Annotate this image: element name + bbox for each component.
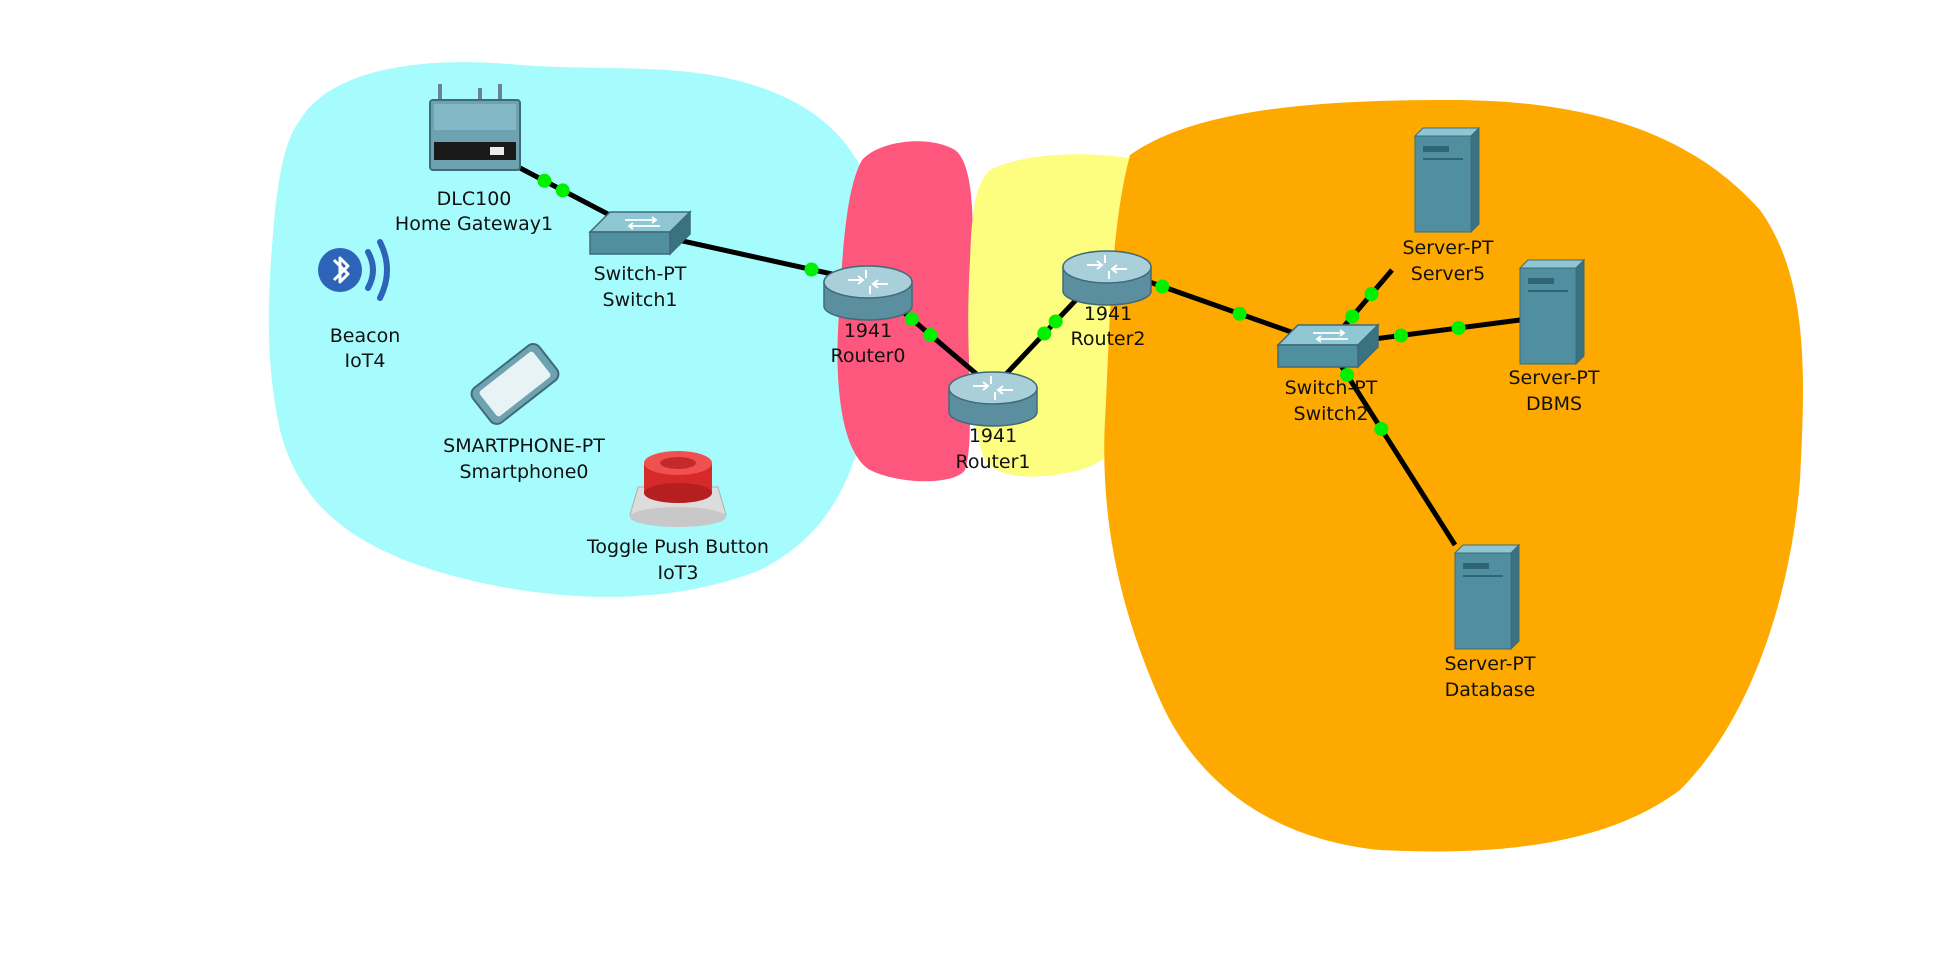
device-name-label: DBMS bbox=[1526, 393, 1582, 415]
server-zone bbox=[1104, 100, 1804, 852]
device-model-label: Switch-PT bbox=[1285, 377, 1378, 399]
server-icon[interactable] bbox=[1413, 126, 1481, 234]
bluetooth-beacon-icon[interactable] bbox=[318, 239, 390, 301]
device-model-label: SMARTPHONE-PT bbox=[443, 435, 605, 457]
port-status-led bbox=[904, 312, 919, 327]
port-status-led bbox=[1345, 309, 1360, 324]
port-status-led bbox=[1374, 422, 1389, 436]
device-name-label: Router0 bbox=[830, 345, 905, 367]
device-name-label: Switch1 bbox=[603, 289, 678, 311]
labels-layer: DLC100 Home Gateway1 Beacon IoT4 Switch-… bbox=[330, 188, 1600, 701]
device-model-label: Server-PT bbox=[1508, 367, 1599, 389]
device-name-label: Server5 bbox=[1411, 263, 1485, 285]
device-name-label: Router2 bbox=[1070, 328, 1145, 350]
port-status-led bbox=[537, 173, 552, 188]
iot-zone bbox=[268, 62, 882, 597]
device-name-label: IoT4 bbox=[345, 350, 386, 372]
port-status-led bbox=[1451, 321, 1466, 335]
device-model-label: Toggle Push Button bbox=[586, 536, 769, 558]
port-status-led bbox=[923, 328, 938, 342]
push-button-icon[interactable] bbox=[629, 451, 727, 527]
device-model-label: Server-PT bbox=[1402, 237, 1493, 259]
device-model-label: Beacon bbox=[330, 325, 400, 347]
port-status-led bbox=[1393, 328, 1408, 343]
device-name-label: Smartphone0 bbox=[459, 461, 588, 483]
router-icon[interactable] bbox=[823, 265, 913, 321]
device-model-label: Server-PT bbox=[1444, 653, 1535, 675]
device-model-label: 1941 bbox=[844, 320, 892, 342]
port-status-led bbox=[1048, 314, 1063, 329]
switch-icon[interactable] bbox=[1276, 323, 1380, 369]
device-model-label: DLC100 bbox=[437, 188, 512, 210]
device-model-label: 1941 bbox=[969, 425, 1017, 447]
device-name-label: Database bbox=[1445, 679, 1536, 701]
port-status-led bbox=[804, 262, 819, 277]
switch-icon[interactable] bbox=[588, 210, 692, 256]
port-status-led bbox=[1155, 279, 1170, 294]
port-status-led bbox=[555, 183, 570, 198]
port-status-led bbox=[1340, 368, 1355, 382]
server-icon[interactable] bbox=[1518, 258, 1586, 366]
device-model-label: Switch-PT bbox=[594, 263, 687, 285]
server-icon[interactable] bbox=[1453, 543, 1521, 651]
device-name-label: Router1 bbox=[955, 451, 1030, 473]
device-name-label: IoT3 bbox=[658, 562, 699, 584]
smartphone-icon[interactable] bbox=[468, 341, 561, 427]
port-status-led bbox=[1037, 326, 1052, 341]
home-gateway-icon[interactable] bbox=[429, 84, 521, 171]
router-icon[interactable] bbox=[948, 371, 1038, 427]
device-model-label: 1941 bbox=[1084, 303, 1132, 325]
devices-layer bbox=[318, 84, 1586, 651]
port-status-led bbox=[1232, 306, 1247, 321]
port-status-led bbox=[1364, 287, 1379, 301]
router-icon[interactable] bbox=[1062, 250, 1152, 306]
device-name-label: Switch2 bbox=[1294, 403, 1369, 425]
device-name-label: Home Gateway1 bbox=[395, 213, 553, 235]
